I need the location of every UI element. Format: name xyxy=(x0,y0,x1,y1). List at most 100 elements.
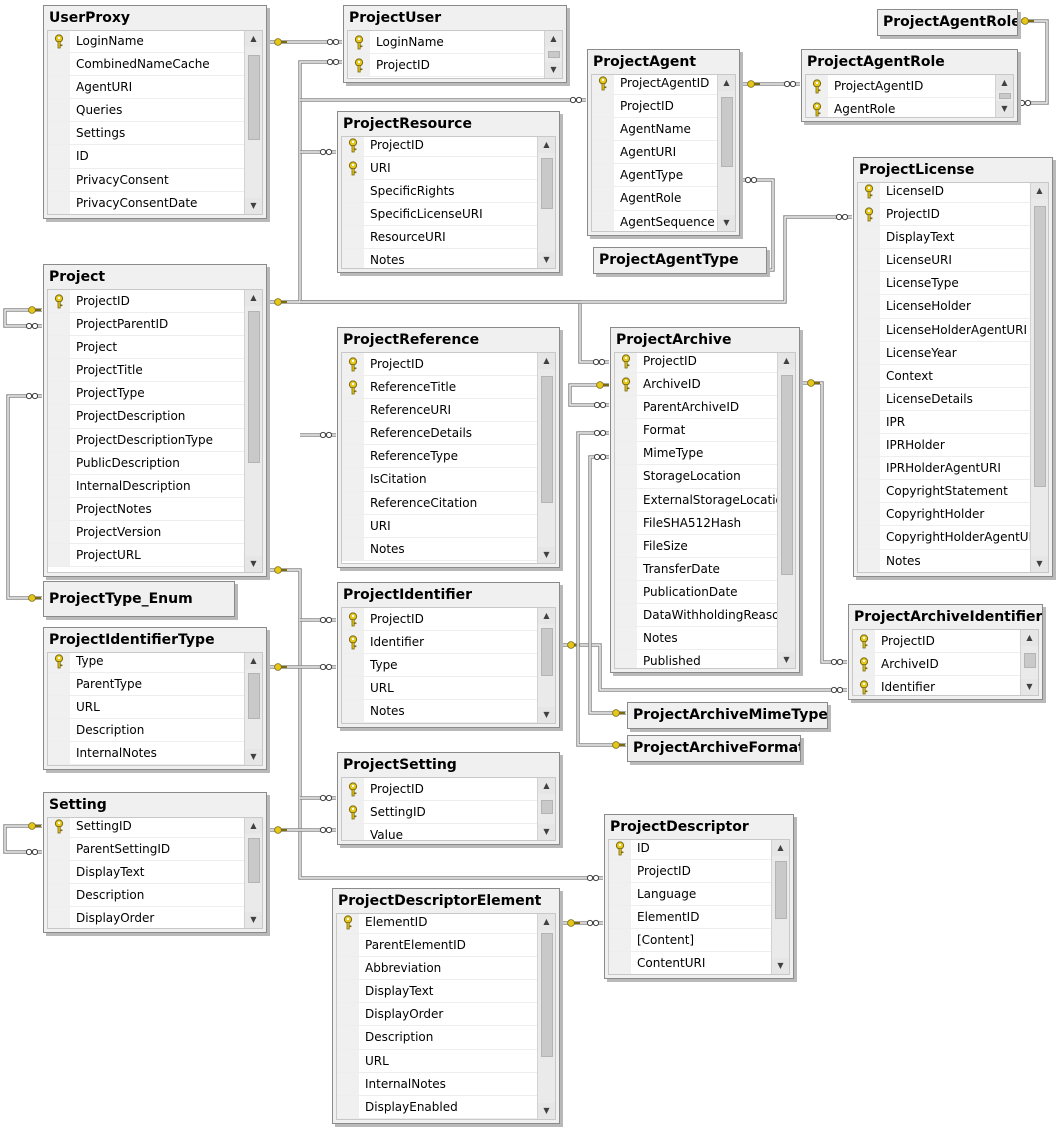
column-row[interactable]: InternalNotes xyxy=(337,1072,537,1096)
column-row[interactable]: LicenseHolder xyxy=(858,295,1030,319)
column-row[interactable]: Settings xyxy=(48,122,244,146)
column-row[interactable]: ProjectDescriptionType xyxy=(48,428,244,452)
scroll-up-arrow-icon[interactable]: ▲ xyxy=(538,608,555,624)
column-row[interactable]: URL xyxy=(337,1049,537,1073)
column-row[interactable]: ArchiveID xyxy=(615,373,777,397)
vertical-scrollbar[interactable]: ▲ ▼ xyxy=(777,353,795,668)
column-row[interactable]: DisplayText xyxy=(48,861,244,885)
scroll-thumb[interactable] xyxy=(775,861,787,920)
scroll-down-arrow-icon[interactable]: ▼ xyxy=(778,652,795,668)
column-row[interactable]: AgentSequence xyxy=(592,210,717,231)
scroll-up-arrow-icon[interactable]: ▲ xyxy=(245,31,262,47)
column-row[interactable]: Context xyxy=(858,364,1030,388)
column-row[interactable]: Description xyxy=(48,884,244,908)
column-row[interactable]: DisplayOrder xyxy=(337,1003,537,1027)
column-row[interactable]: IPRHolderAgentURI xyxy=(858,457,1030,481)
scroll-down-arrow-icon[interactable]: ▼ xyxy=(718,215,735,231)
vertical-scrollbar[interactable]: ▲ ▼ xyxy=(995,75,1013,117)
column-row[interactable]: AgentName xyxy=(592,118,717,142)
scroll-thumb[interactable] xyxy=(548,50,560,58)
column-row[interactable]: MimeType xyxy=(615,442,777,466)
column-row[interactable]: ParentArchiveID xyxy=(615,396,777,420)
scroll-up-arrow-icon[interactable]: ▲ xyxy=(538,137,555,153)
scroll-thumb[interactable] xyxy=(721,97,733,168)
column-row[interactable]: FileSize xyxy=(615,534,777,558)
column-row[interactable]: ReferenceType xyxy=(342,445,537,469)
column-row[interactable]: ProjectAgentID xyxy=(592,75,717,96)
column-row[interactable]: Abbreviation xyxy=(337,957,537,981)
column-row[interactable]: FileSHA512Hash xyxy=(615,511,777,535)
scroll-up-arrow-icon[interactable]: ▲ xyxy=(778,353,795,369)
vertical-scrollbar[interactable]: ▲ ▼ xyxy=(244,31,262,214)
table-title[interactable]: ProjectDescriptorElement xyxy=(338,893,542,909)
table-title[interactable]: ProjectLicense xyxy=(859,162,975,178)
column-row[interactable]: ProjectAgentID xyxy=(806,75,995,99)
table-project-agent-role-ref[interactable]: ProjectAgentRole xyxy=(877,9,1018,36)
column-row[interactable]: ProjectParentID xyxy=(48,313,244,337)
vertical-scrollbar[interactable]: ▲ ▼ xyxy=(537,353,555,563)
scroll-down-arrow-icon[interactable]: ▼ xyxy=(538,707,555,723)
column-row[interactable]: IPR xyxy=(858,410,1030,435)
column-row[interactable]: ProjectID xyxy=(609,860,771,884)
column-row[interactable]: ProjectURL xyxy=(48,544,244,568)
table-title[interactable]: Project xyxy=(49,269,106,285)
vertical-scrollbar[interactable]: ▲ ▼ xyxy=(537,778,555,840)
column-row[interactable]: ContentURI xyxy=(609,952,771,974)
column-row[interactable]: ProjectType xyxy=(48,382,244,406)
vertical-scrollbar[interactable]: ▲ ▼ xyxy=(537,137,555,268)
scroll-down-arrow-icon[interactable]: ▼ xyxy=(245,198,262,214)
column-row[interactable]: StorageLocation xyxy=(615,465,777,489)
table-project-archive-mime-type[interactable]: ProjectArchiveMimeType xyxy=(627,702,828,729)
scroll-thumb[interactable] xyxy=(541,933,553,1057)
column-row[interactable]: IsCitation xyxy=(342,468,537,492)
column-row[interactable]: Notes xyxy=(342,537,537,561)
scroll-thumb[interactable] xyxy=(248,54,260,140)
scroll-thumb[interactable] xyxy=(541,376,553,503)
column-row[interactable]: ParentType xyxy=(48,673,244,697)
vertical-scrollbar[interactable]: ▲ ▼ xyxy=(771,840,789,974)
scroll-down-arrow-icon[interactable]: ▼ xyxy=(1021,679,1038,695)
scroll-thumb[interactable] xyxy=(248,837,260,883)
scroll-down-arrow-icon[interactable]: ▼ xyxy=(538,547,555,563)
scroll-up-arrow-icon[interactable]: ▲ xyxy=(538,778,555,794)
table-title[interactable]: UserProxy xyxy=(49,10,131,26)
column-row[interactable]: ProjectDescription xyxy=(48,405,244,429)
scroll-down-arrow-icon[interactable]: ▼ xyxy=(245,912,262,928)
column-row[interactable]: ExternalStorageLocation xyxy=(615,488,777,512)
scroll-down-arrow-icon[interactable]: ▼ xyxy=(538,1103,555,1119)
column-row[interactable]: ReferenceTitle xyxy=(342,376,537,400)
scroll-up-arrow-icon[interactable]: ▲ xyxy=(996,75,1013,91)
column-row[interactable]: DisplayText xyxy=(858,226,1030,250)
table-title[interactable]: ProjectArchiveIdentifier xyxy=(854,609,1042,625)
vertical-scrollbar[interactable]: ▲ ▼ xyxy=(537,608,555,723)
table-title[interactable]: ProjectArchive xyxy=(616,332,732,348)
column-row[interactable]: ProjectTitle xyxy=(48,359,244,383)
column-row[interactable]: InternalNotes xyxy=(48,742,244,765)
column-row[interactable]: ProjectID xyxy=(342,353,537,377)
column-row[interactable]: Published xyxy=(615,650,777,668)
column-row[interactable]: Identifier xyxy=(342,631,537,655)
column-row[interactable]: ID xyxy=(609,840,771,861)
scroll-down-arrow-icon[interactable]: ▼ xyxy=(996,101,1013,117)
column-row[interactable]: ProjectID xyxy=(342,608,537,632)
vertical-scrollbar[interactable]: ▲ ▼ xyxy=(544,31,562,78)
column-row[interactable]: URI xyxy=(342,514,537,538)
scroll-down-arrow-icon[interactable]: ▼ xyxy=(772,958,789,974)
column-row[interactable]: CopyrightHolderAgentURI xyxy=(858,526,1030,550)
scroll-up-arrow-icon[interactable]: ▲ xyxy=(1031,183,1048,199)
column-row[interactable]: ParentSettingID xyxy=(48,838,244,862)
table-title[interactable]: ProjectReference xyxy=(343,332,480,348)
table-title[interactable]: ProjectSetting xyxy=(343,757,457,773)
scroll-down-arrow-icon[interactable]: ▼ xyxy=(538,252,555,268)
column-row[interactable]: ProjectID xyxy=(48,290,244,314)
column-row[interactable]: SpecificRights xyxy=(342,180,537,204)
vertical-scrollbar[interactable]: ▲ ▼ xyxy=(244,653,262,765)
